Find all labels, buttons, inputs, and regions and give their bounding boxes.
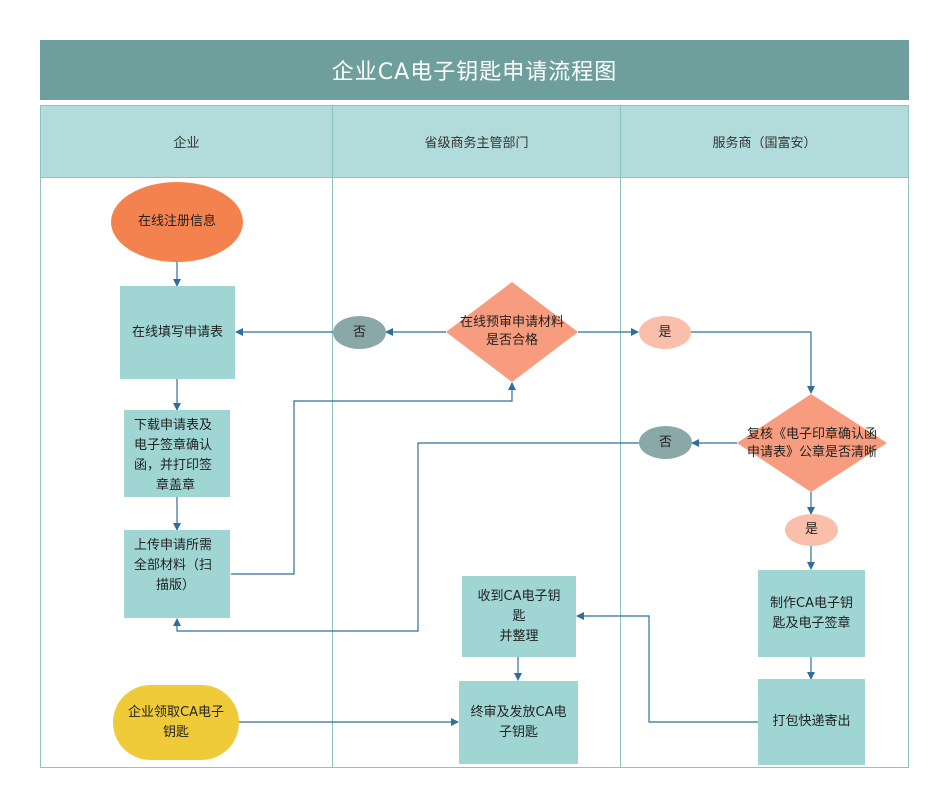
node-label: 在线预审申请材料 — [459, 315, 564, 330]
swimlane-frame — [40, 105, 909, 768]
node-label: 电子签章确认 — [134, 438, 213, 453]
node-label: 否 — [658, 434, 672, 450]
process-make-ca-key: 制作CA电子钥 匙及电子签章 — [758, 570, 865, 657]
node-label: 申请表》公章是否清晰 — [747, 445, 878, 460]
page-title: 企业CA电子钥匙申请流程图 — [40, 40, 909, 100]
end-receive-ca-key: 企业领取CA电子 钥匙 — [113, 685, 239, 760]
node-label: 是否合格 — [485, 333, 538, 348]
node-label: 子钥匙 — [498, 724, 538, 740]
decision-recheck-shape — [737, 394, 887, 492]
node-label: 复核《电子印章确认函 — [747, 427, 878, 442]
process-final-review-issue: 终审及发放CA电 子钥匙 — [459, 681, 578, 764]
lane-header-service-provider: 服务商（国富安） — [621, 106, 908, 177]
header-divider — [40, 177, 909, 178]
node-label: 打包快递寄出 — [772, 714, 851, 729]
process-ship-express: 打包快递寄出 — [758, 679, 865, 765]
lane-divider — [620, 105, 621, 768]
node-label: 是 — [658, 324, 672, 340]
node-label: 章盖章 — [156, 478, 196, 493]
node-label: 收到CA电子钥匙 — [477, 588, 561, 624]
no-label-oval: 否 — [333, 316, 386, 349]
arrow-yes-to-recheck — [691, 331, 815, 394]
node-label: 下载申请表及 — [134, 418, 213, 433]
process-upload-materials: 上传申请所需 全部材料（扫 描版） — [124, 530, 230, 618]
node-label: 钥匙 — [162, 724, 189, 740]
process-collect-ca-key: 收到CA电子钥匙 并整理 — [462, 576, 576, 657]
node-label: 全部材料（扫 — [134, 558, 213, 573]
yes-label-oval: 是 — [639, 316, 691, 349]
yes-label-oval: 是 — [785, 514, 838, 546]
decision-recheck-seal: 复核《电子印章确认函 申请表》公章是否清晰 — [737, 424, 887, 464]
node-label: 匙及电子签章 — [772, 615, 851, 631]
node-label: 是 — [804, 522, 818, 537]
node-label: 在线填写申请表 — [131, 324, 223, 340]
lane-header-enterprise: 企业 — [41, 106, 332, 177]
node-label: 终审及发放CA电 — [470, 704, 567, 720]
process-fill-application: 在线填写申请表 — [120, 286, 235, 379]
node-label: 描版） — [156, 578, 196, 593]
node-label: 否 — [352, 324, 366, 340]
lane-divider — [332, 105, 333, 768]
arrow-ship-to-collect — [576, 612, 758, 723]
node-label: 上传申请所需 — [134, 538, 213, 553]
node-label: 制作CA电子钥 — [770, 595, 853, 611]
decision-precheck-materials: 在线预审申请材料 是否合格 — [446, 312, 578, 352]
node-label: 函，并打印签 — [134, 458, 213, 473]
node-label: 在线注册信息 — [137, 214, 216, 229]
arrow-upload-to-precheck — [231, 382, 516, 575]
process-download-print-stamp: 下载申请表及 电子签章确认 函，并打印签 章盖章 — [124, 410, 230, 497]
arrow-no-to-upload — [173, 442, 639, 632]
decision-precheck-shape — [446, 282, 578, 382]
node-label: 并整理 — [499, 628, 539, 644]
start-register-info: 在线注册信息 — [111, 182, 243, 262]
lane-header-provincial-commerce: 省级商务主管部门 — [333, 106, 620, 177]
node-label: 企业领取CA电子 — [128, 704, 224, 720]
no-label-oval: 否 — [639, 426, 692, 459]
